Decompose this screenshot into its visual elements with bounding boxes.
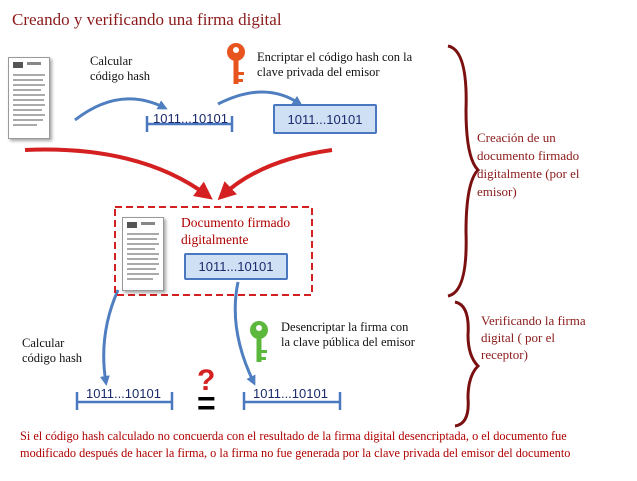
arrow-signed-doc-to-computed-hash [99,289,120,386]
public-key-icon [250,321,268,362]
label-calcular-hash-2: Calcular código hash [22,336,83,365]
hash-encrypted-box: 1011...10101 [273,104,377,134]
signed-document-icon [122,217,164,291]
brace-verificando [454,300,481,428]
arrow-doc-to-hash [74,97,168,122]
hash-value-in-document: 1011...10101 [198,259,274,274]
hash-value-decrypted: 1011...10101 [253,386,328,401]
question-mark-icon: ? [197,364,216,397]
arrow-doc-to-signed [24,147,213,200]
page-title: Creando y verificando una firma digital [12,10,282,29]
arrow-signature-to-decrypted-hash [233,281,256,386]
arrow-encrypted-to-signed [217,148,333,201]
brace-creacion [447,44,481,298]
hash-bracket-decrypted [242,392,342,410]
private-key-icon [227,43,245,84]
equals-sign: = [197,385,216,421]
hash-in-document-box: 1011...10101 [184,253,288,280]
hash-bracket-1 [145,116,234,132]
label-creacion: Creación de un documento firmado digital… [477,130,580,199]
hash-bracket-computed [75,392,174,410]
label-documento-firmado: Documento firmado digitalmente [181,215,291,247]
label-calcular-hash-1: Calcular código hash [90,54,151,83]
arrow-hash-to-encrypted [217,90,303,106]
hash-value-1: 1011...10101 [153,111,228,126]
label-verificando: Verificando la firma digital ( por el re… [481,313,586,362]
hash-value-computed: 1011...10101 [86,386,161,401]
document-icon [8,57,50,139]
footnote: Si el código hash calculado no concuerda… [20,429,571,460]
hash-value-encrypted: 1011...10101 [287,111,363,127]
label-desencriptar: Desencriptar la firma con la clave públi… [281,320,415,349]
label-encriptar: Encriptar el código hash con la clave pr… [257,50,413,79]
